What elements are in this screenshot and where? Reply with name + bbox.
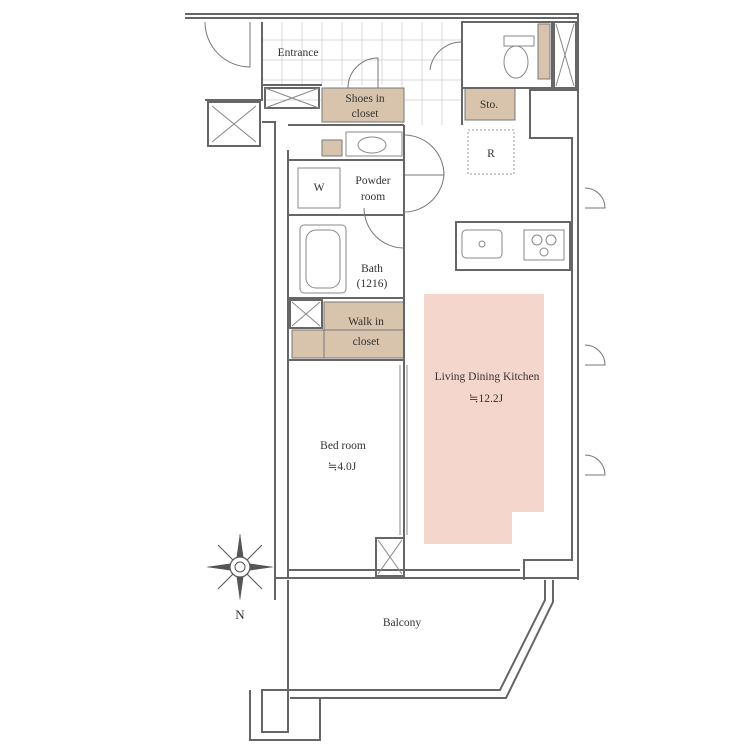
shoes-closet-label-2: closet [352,108,380,120]
entrance-label: Entrance [278,47,319,59]
walls [185,13,579,741]
walkin-closet-lower [291,329,405,359]
washer-label: W [314,182,325,194]
ldk-size-label: ≒12.2J [469,393,504,405]
shoes-closet [321,87,405,123]
doors [204,21,606,476]
compass-rose-icon [206,533,274,601]
powder-shelf [321,139,343,157]
storage-label: Sto. [480,99,498,111]
balcony-label: Balcony [383,617,422,629]
toilet-shelf [537,23,551,80]
walkin-closet-label-2: closet [353,336,381,348]
bedroom-name-label: Bed room [320,440,366,452]
ldk-name-label: Living Dining Kitchen [435,371,540,383]
powder-room-label-2: room [361,191,385,203]
walkin-closet-label-1: Walk in [348,316,384,328]
bath-label-2: (1216) [357,278,388,290]
ldk-highlight [424,294,544,544]
bath-label-1: Bath [361,263,383,275]
north-label: N [235,607,245,622]
powder-room-label-1: Powder [355,175,390,187]
bedroom-size-label: ≒4.0J [328,461,357,473]
refrigerator-label: R [487,148,495,160]
shoes-closet-label-1: Shoes in [345,93,385,105]
